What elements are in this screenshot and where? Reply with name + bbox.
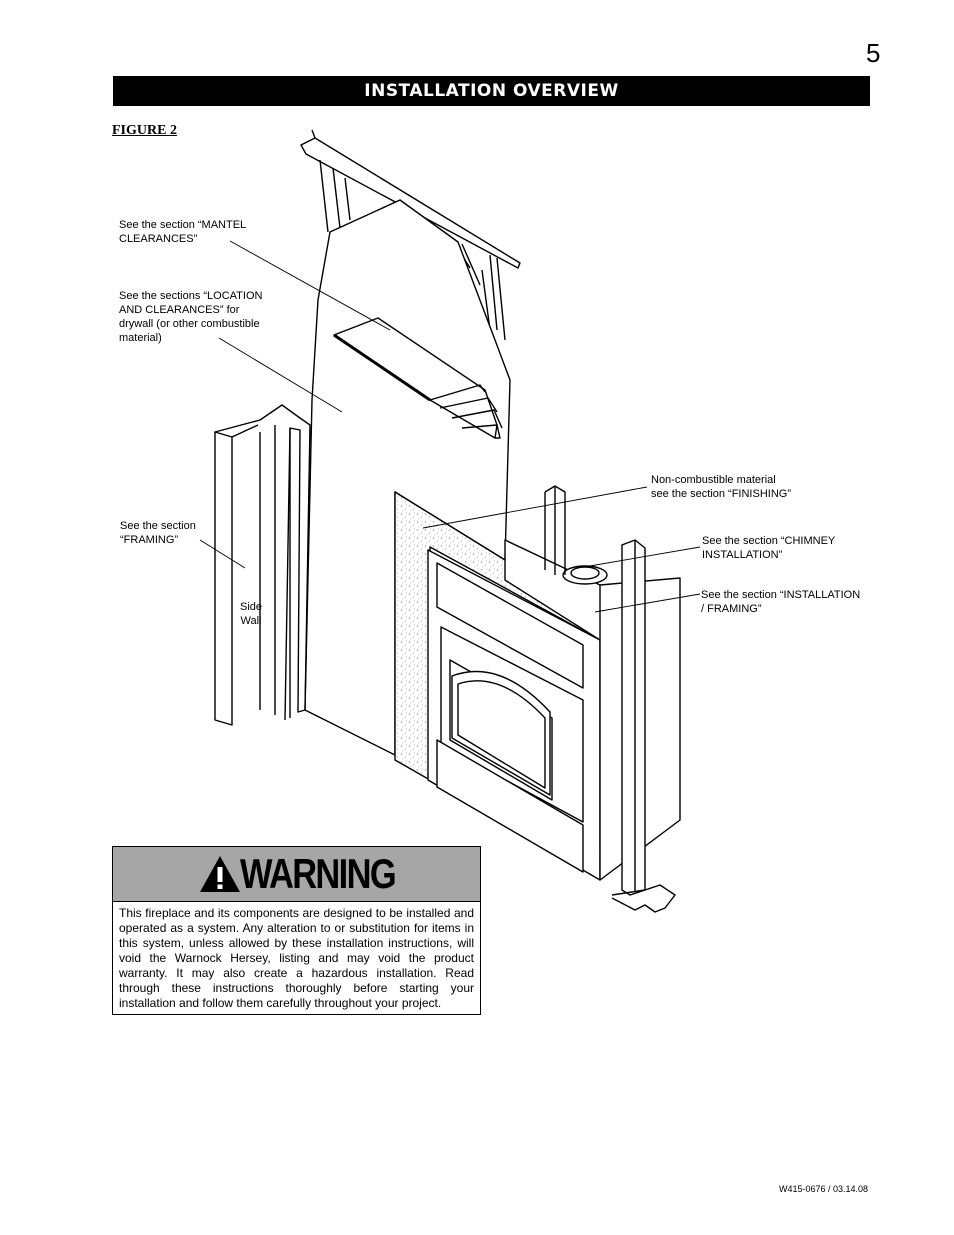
side-wall-stud <box>214 431 233 726</box>
callout-framing: See the section “FRAMING” <box>120 520 196 546</box>
warning-box: WARNING This fireplace and its component… <box>112 846 481 1015</box>
callout-noncombustible: Non-combustible material see the section… <box>651 474 791 500</box>
page-number: 5 <box>866 38 881 68</box>
section-title: INSTALLATION OVERVIEW <box>113 76 870 106</box>
warning-text: This fireplace and its components are de… <box>119 906 474 1010</box>
figure-label: FIGURE 2 <box>112 123 177 138</box>
framing-stud <box>544 485 566 575</box>
callout-location-clearances: See the sections “LOCATION AND CLEARANCE… <box>119 290 263 344</box>
header-beam <box>300 137 521 269</box>
callout-installation-framing: See the section “INSTALLATION / FRAMING” <box>701 589 861 615</box>
warning-triangle-icon <box>200 856 240 892</box>
callout-mantel-clearances: See the section “MANTEL CLEARANCES” <box>119 219 247 245</box>
callout-side-wall: Side Wall <box>240 601 263 627</box>
document-code: W415-0676 / 03.14.08 <box>779 1184 869 1194</box>
warning-title: WARNING <box>240 850 397 897</box>
callout-chimney-installation: See the section “CHIMNEY INSTALLATION” <box>702 535 836 561</box>
warning-header: WARNING <box>113 847 480 902</box>
